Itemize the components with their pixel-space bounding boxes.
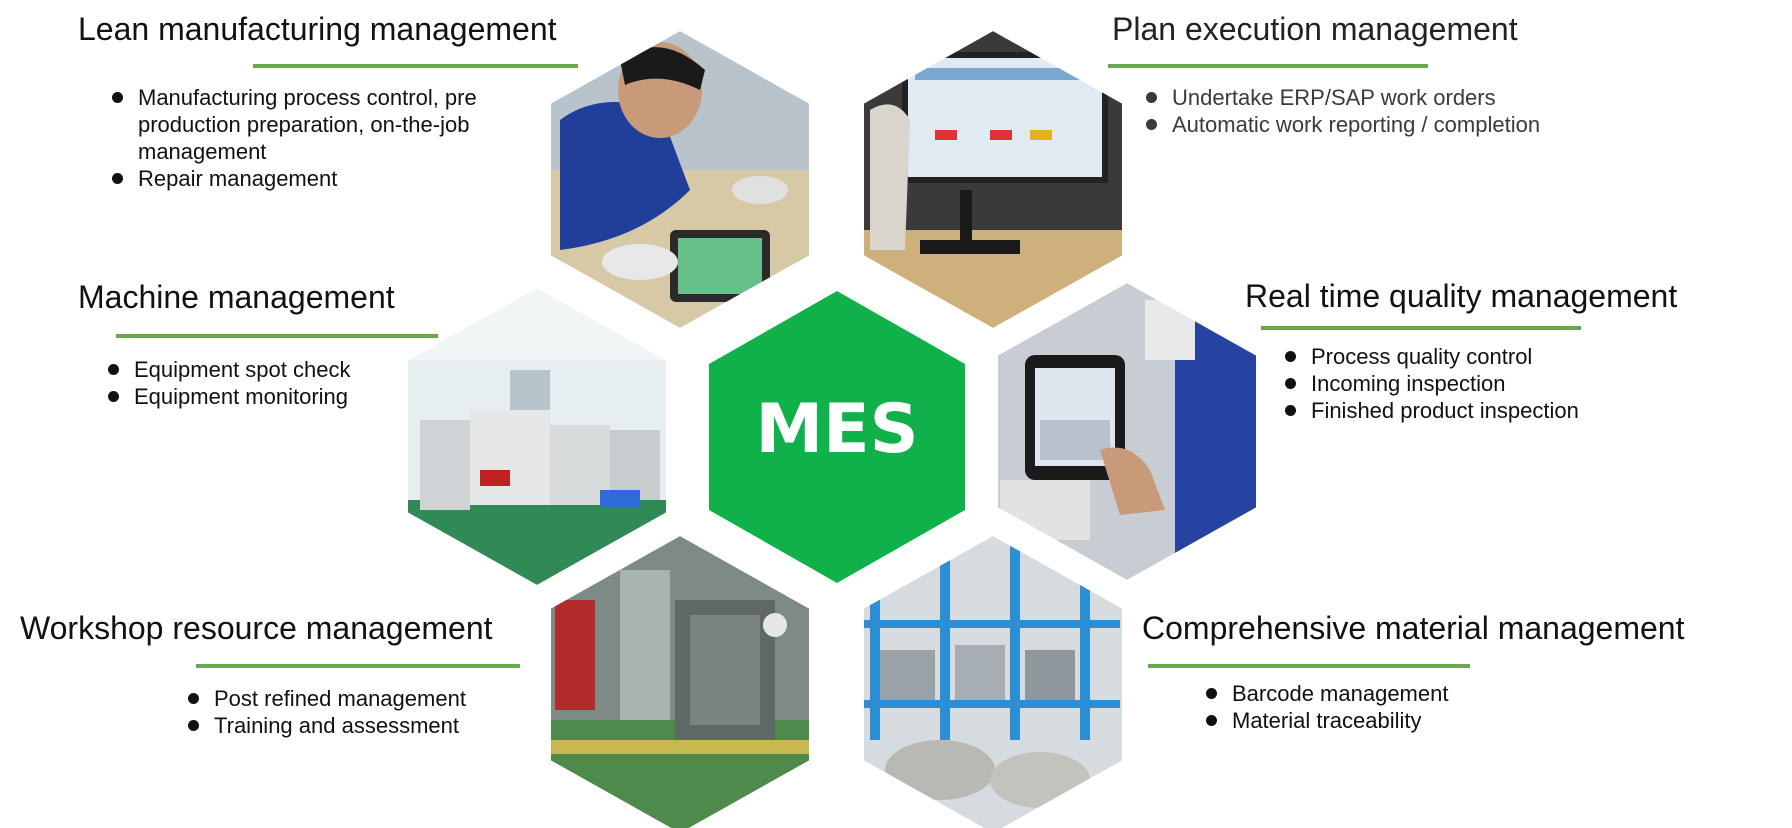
screen-board-photo — [863, 30, 1123, 329]
section-lean-manufacturing: Lean manufacturing management Manufactur… — [78, 10, 578, 191]
list-item: Training and assessment — [184, 712, 504, 739]
bullet-list: Post refined management Training and ass… — [184, 685, 504, 739]
section-title: Plan execution management — [1112, 11, 1518, 47]
bullet-list: Equipment spot check Equipment monitorin… — [104, 356, 404, 410]
list-item: Manufacturing process control, pre — [108, 84, 488, 111]
list-item: Barcode management — [1202, 680, 1502, 707]
section-real-time-quality: Real time quality management Process qua… — [1245, 277, 1678, 423]
section-title: Lean manufacturing management — [78, 11, 557, 47]
list-item: Repair management — [108, 165, 488, 192]
transformer-photo — [550, 535, 810, 828]
section-workshop-resource: Workshop resource management Post refine… — [20, 609, 520, 738]
section-title: Workshop resource management — [20, 610, 493, 646]
section-title: Real time quality management — [1245, 278, 1678, 314]
section-comprehensive-material: Comprehensive material management Barcod… — [1142, 609, 1685, 733]
list-item-continuation: production preparation, on-the-job — [138, 112, 470, 137]
list-item: Process quality control — [1281, 343, 1621, 370]
section-plan-execution: Plan execution management Undertake ERP/… — [1108, 10, 1540, 137]
worker-tablet-photo — [550, 30, 810, 329]
mes-center-hexagon — [709, 291, 965, 583]
list-item-continuation: management — [138, 139, 267, 164]
material-racks-photo — [863, 535, 1123, 828]
list-item: Undertake ERP/SAP work orders — [1142, 84, 1582, 111]
list-item: Equipment monitoring — [104, 383, 404, 410]
title-underline — [1148, 664, 1470, 668]
list-item: Automatic work reporting / completion — [1142, 111, 1582, 138]
tablet-inspection-photo — [997, 282, 1257, 581]
bullet-list: Undertake ERP/SAP work orders Automatic … — [1142, 84, 1582, 138]
section-title: Comprehensive material management — [1142, 610, 1685, 646]
list-item: Finished product inspection — [1281, 397, 1621, 424]
list-item: Equipment spot check — [104, 356, 404, 383]
bullet-list: Barcode management Material traceability — [1202, 680, 1502, 734]
section-machine: Machine management Equipment spot check … — [78, 278, 438, 409]
title-underline — [253, 64, 578, 68]
title-underline — [1261, 326, 1581, 330]
title-underline — [116, 334, 438, 338]
section-title: Machine management — [78, 279, 395, 315]
bullet-list: Manufacturing process control, pre produ… — [108, 84, 488, 192]
title-underline — [1108, 64, 1428, 68]
title-underline — [196, 664, 520, 668]
factory-machines-photo — [407, 287, 667, 586]
list-item: Post refined management — [184, 685, 504, 712]
mes-label: MES — [755, 390, 918, 469]
list-item: Material traceability — [1202, 707, 1502, 734]
bullet-list: Process quality control Incoming inspect… — [1281, 343, 1621, 424]
list-item: Incoming inspection — [1281, 370, 1621, 397]
